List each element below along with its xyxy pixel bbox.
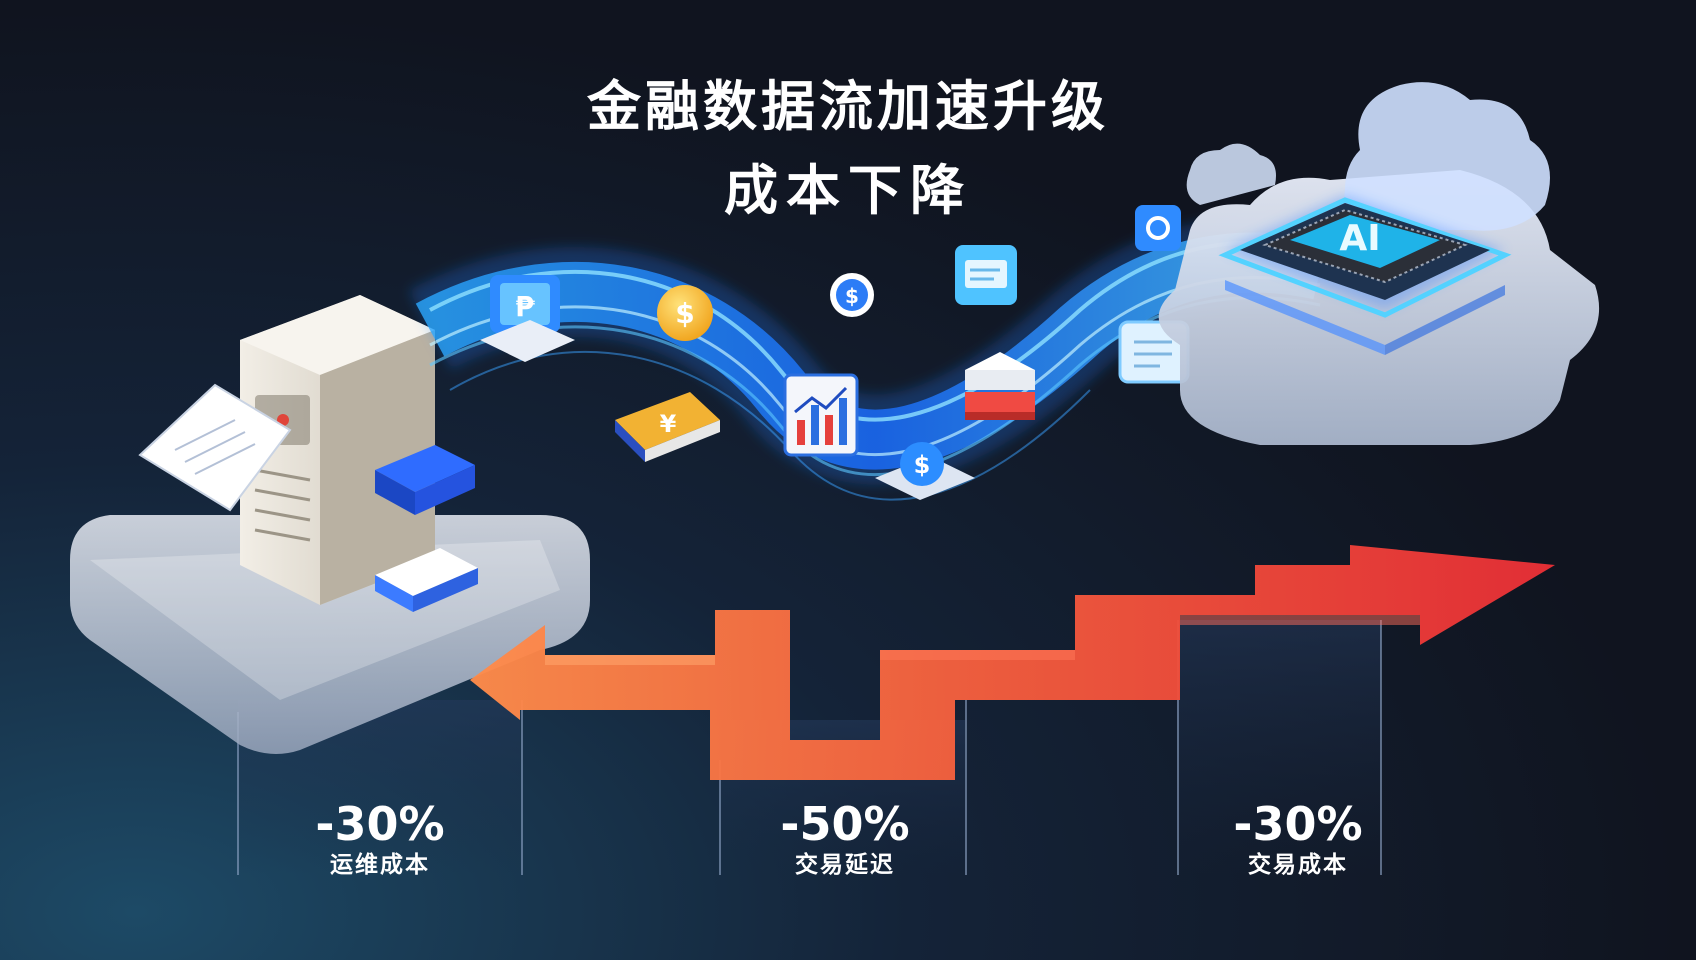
dollar-badge-icon: $ [830,273,874,317]
monitor-icon [955,245,1017,305]
server-icon [138,295,478,612]
cloud-ai-chip-icon: AI [1158,82,1600,445]
svg-text:$: $ [675,297,694,330]
svg-text:¥: ¥ [660,410,677,438]
stat-latency: -50% 交易延迟 [725,798,965,880]
book-icon: ¥ [615,392,720,462]
stat-value: -30% [1233,797,1363,851]
stat-ops-cost: -30% 运维成本 [260,798,500,880]
stat-value: -30% [315,797,445,851]
svg-text:₱: ₱ [515,290,535,323]
stat-value: -50% [780,797,910,851]
title-line-2: 成本下降 [724,159,972,222]
svg-text:$: $ [845,284,859,308]
dollar-pin-icon: $ [875,442,975,500]
link-icon [1135,205,1181,251]
svg-text:$: $ [914,451,931,479]
title-line-1: 金融数据流加速升级 [587,75,1109,138]
stat-label: 交易成本 [1248,852,1348,878]
coin-icon: $ [657,285,713,341]
database-icon [965,352,1035,420]
document-icon: ₱ [480,275,575,362]
trend-arrow [470,545,1555,780]
stat-label: 交易延迟 [795,852,895,878]
chart-icon [783,373,859,457]
stat-label: 运维成本 [330,852,430,878]
stat-trade-cost: -30% 交易成本 [1178,798,1418,880]
ai-chip-label: AI [1339,218,1380,259]
